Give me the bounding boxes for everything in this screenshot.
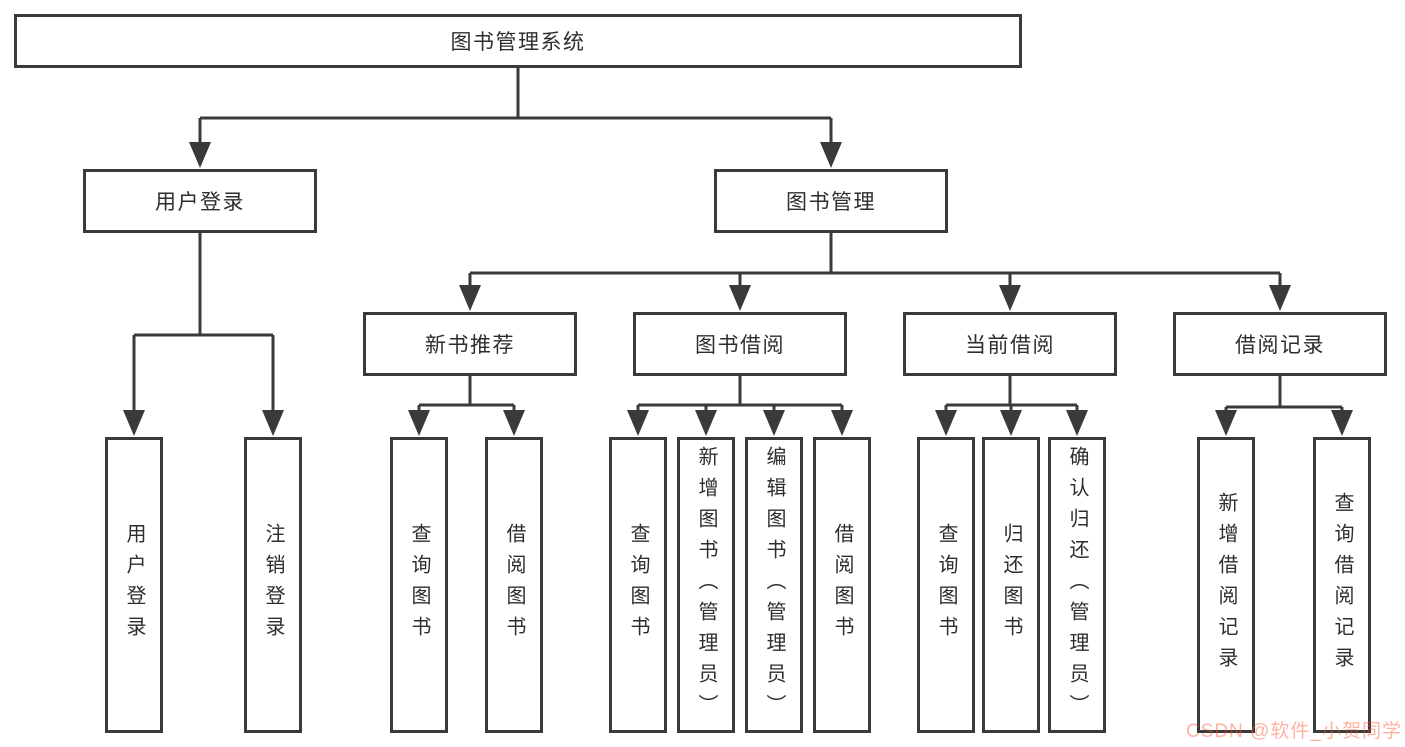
leaf-label: 新增图书（管理员） [695, 445, 717, 725]
leaf-edit-books-admin: 编辑图书（管理员） [745, 437, 803, 733]
leaf-add-books-admin: 新增图书（管理员） [677, 437, 735, 733]
leaf-add-borrow-record: 新增借阅记录 [1197, 437, 1255, 733]
leaf-return-books: 归还图书 [982, 437, 1040, 733]
leaf-label: 借阅图书 [503, 523, 525, 647]
leaf-label: 注销登录 [262, 523, 284, 647]
csdn-watermark: CSDN @软件_小贺同学 [1186, 721, 1402, 742]
leaf-borrow-books: 借阅图书 [813, 437, 871, 733]
leaf-label: 归还图书 [1000, 523, 1022, 647]
leaf-label: 查询借阅记录 [1331, 492, 1353, 678]
leaf-query-borrow-record: 查询借阅记录 [1313, 437, 1371, 733]
arrowheads [123, 142, 1353, 436]
node-book-management: 图书管理 [714, 169, 948, 233]
leaf-label: 查询图书 [627, 523, 649, 647]
leaf-query-books-borrow: 查询图书 [609, 437, 667, 733]
node-new-book-recommend: 新书推荐 [363, 312, 577, 376]
leaf-label: 新增借阅记录 [1215, 492, 1237, 678]
node-book-borrowing: 图书借阅 [633, 312, 847, 376]
node-current-borrowing: 当前借阅 [903, 312, 1117, 376]
leaf-label: 查询图书 [408, 523, 430, 647]
tree-edges [132, 68, 1344, 412]
leaf-label: 用户登录 [123, 523, 145, 647]
leaf-label: 查询图书 [935, 523, 957, 647]
node-library-management-system: 图书管理系统 [14, 14, 1022, 68]
leaf-query-books-current: 查询图书 [917, 437, 975, 733]
node-user-login: 用户登录 [83, 169, 317, 233]
leaf-query-books-recommend: 查询图书 [390, 437, 448, 733]
leaf-borrow-books-recommend: 借阅图书 [485, 437, 543, 733]
leaf-label: 确认归还（管理员） [1066, 445, 1088, 725]
leaf-label: 借阅图书 [831, 523, 853, 647]
leaf-label: 编辑图书（管理员） [763, 445, 785, 725]
leaf-logout: 注销登录 [244, 437, 302, 733]
leaf-user-login: 用户登录 [105, 437, 163, 733]
node-borrowing-records: 借阅记录 [1173, 312, 1387, 376]
leaf-confirm-return-admin: 确认归还（管理员） [1048, 437, 1106, 733]
